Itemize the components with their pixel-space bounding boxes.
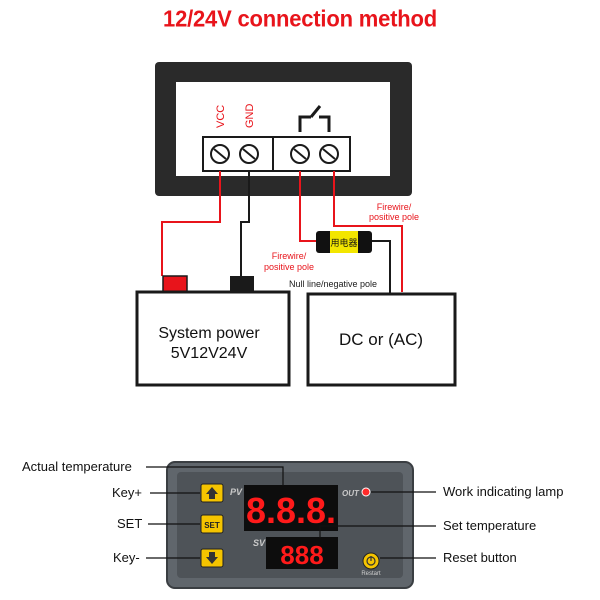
callout-set-temperature: Set temperature <box>443 518 536 533</box>
arrow-up-icon <box>206 487 218 499</box>
out-label: OUT <box>342 489 360 498</box>
dc-ac-box: DC or (AC) <box>306 292 457 387</box>
positive-terminal <box>162 275 188 293</box>
pv-display <box>244 485 338 531</box>
callout-set: SET <box>117 516 142 531</box>
gnd-label: GND <box>244 104 256 129</box>
vcc-label: VCC <box>215 105 227 128</box>
callouts: Actual temperature Key+ SET Key- Work in… <box>22 459 563 565</box>
vcc-wire <box>161 171 221 276</box>
terminal-screw-relay-2 <box>319 144 339 164</box>
terminal-screw-gnd <box>239 144 259 164</box>
controller-device: SET PV 8.8.8. OUT SV 888 Restart <box>166 461 414 589</box>
sv-display-digits: 888 <box>280 540 323 570</box>
firewire-label-right-1: Firewire/ <box>377 202 412 212</box>
key-minus-button[interactable] <box>200 548 224 568</box>
pv-label: PV <box>230 487 243 497</box>
callout-key-plus: Key+ <box>112 485 142 500</box>
firewire-label-left-2: positive pole <box>264 262 314 272</box>
sv-label: SV <box>253 538 266 548</box>
reset-button[interactable] <box>362 552 380 570</box>
set-key-button[interactable]: SET <box>200 514 224 534</box>
restart-label: Restart <box>361 571 381 577</box>
dc-ac-label: DC or (AC) <box>339 330 423 349</box>
relay-module: VCC GND <box>155 62 412 196</box>
sv-display <box>266 537 338 569</box>
set-key-label: SET <box>204 521 220 530</box>
firewire-label-left-1: Firewire/ <box>272 251 307 261</box>
system-power-line1: System power <box>158 325 260 342</box>
callout-key-minus: Key- <box>113 550 140 565</box>
arrow-down-icon <box>206 552 218 564</box>
null-line-label: Null line/negative pole <box>289 279 377 289</box>
work-indicator-lamp <box>361 487 371 497</box>
relay-wire-to-load <box>299 171 318 242</box>
relay-wire-to-source <box>333 171 403 292</box>
system-power-box: System power 5V12V24V <box>135 275 291 387</box>
key-plus-button[interactable] <box>200 483 224 503</box>
callout-reset-button: Reset button <box>443 550 517 565</box>
callout-work-lamp: Work indicating lamp <box>443 484 563 499</box>
terminal-screw-vcc <box>210 144 230 164</box>
negative-terminal <box>230 276 254 292</box>
pv-display-digits: 8.8.8. <box>246 490 336 531</box>
gnd-wire <box>240 171 250 276</box>
load-component: 用电器 <box>316 231 372 253</box>
page-title: 12/24V connection method <box>163 5 437 32</box>
callout-actual-temperature: Actual temperature <box>22 459 132 474</box>
load-label: 用电器 <box>330 237 357 248</box>
null-wire <box>371 240 391 294</box>
terminal-screw-relay-1 <box>290 144 310 164</box>
firewire-label-right-2: positive pole <box>369 212 419 222</box>
relay-contact-icon <box>298 115 331 132</box>
system-power-line2: 5V12V24V <box>171 345 248 362</box>
